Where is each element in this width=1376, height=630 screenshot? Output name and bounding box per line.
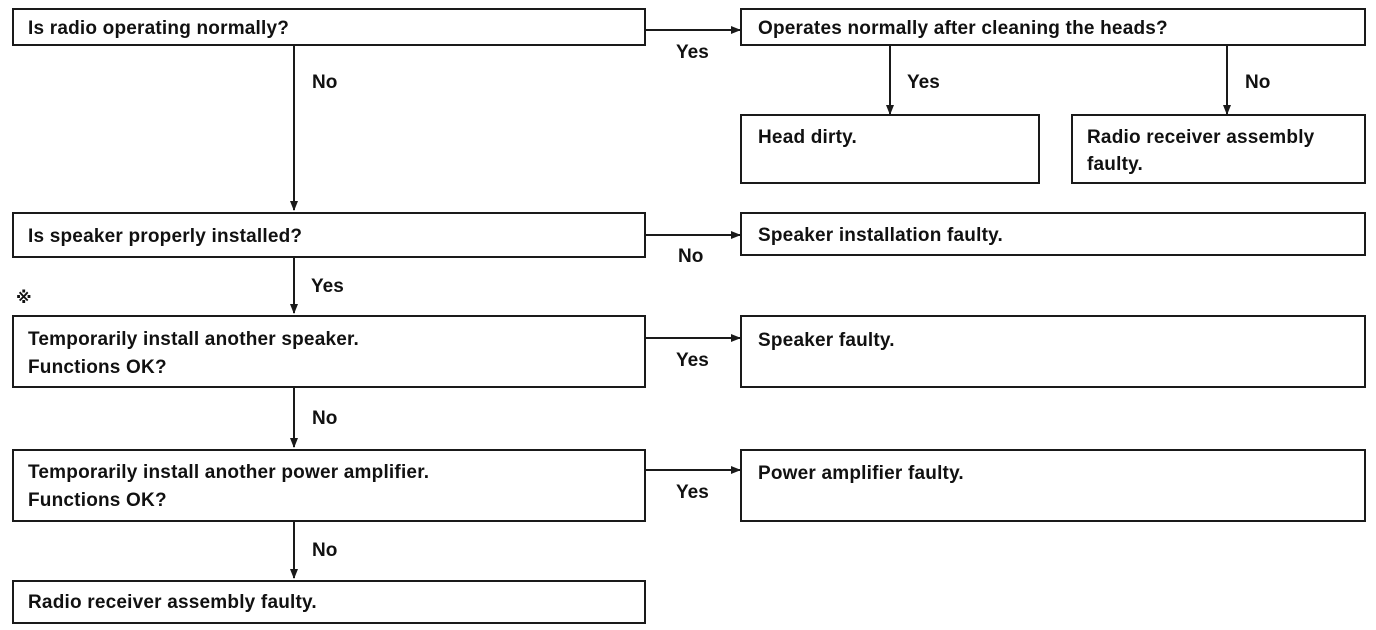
- box-head-dirty-text: Head dirty.: [758, 127, 857, 148]
- box-cleaning-heads-text: Operates normally after cleaning the hea…: [758, 18, 1168, 39]
- box-amplifier-faulty-text: Power amplifier faulty.: [758, 463, 964, 484]
- box-temp-amplifier-line2: Functions OK?: [28, 490, 167, 511]
- label-yes-temp-speaker: Yes: [676, 350, 709, 371]
- box-speaker-install-faulty: Speaker installation faulty.: [740, 212, 1366, 256]
- label-no-radio: No: [312, 72, 338, 93]
- label-yes-radio: Yes: [676, 42, 709, 63]
- box-temp-speaker: Temporarily install another speaker. Fun…: [12, 315, 646, 388]
- label-no-speaker: No: [678, 246, 704, 267]
- note-mark: ※: [16, 290, 32, 307]
- box-speaker-install-faulty-text: Speaker installation faulty.: [758, 225, 1003, 246]
- box-temp-amplifier: Temporarily install another power amplif…: [12, 449, 646, 522]
- label-no-heads: No: [1245, 72, 1271, 93]
- box-temp-amplifier-line1: Temporarily install another power amplif…: [28, 462, 430, 483]
- box-receiver-faulty-1-line2: faulty.: [1087, 154, 1143, 175]
- box-temp-speaker-line2: Functions OK?: [28, 357, 167, 378]
- box-amplifier-faulty: Power amplifier faulty.: [740, 449, 1366, 522]
- box-cleaning-heads: Operates normally after cleaning the hea…: [740, 8, 1366, 46]
- label-no-temp-speaker: No: [312, 408, 338, 429]
- box-receiver-faulty-2: Radio receiver assembly faulty.: [12, 580, 646, 624]
- box-speaker-faulty: Speaker faulty.: [740, 315, 1366, 388]
- label-no-temp-amplifier: No: [312, 540, 338, 561]
- box-radio-operating: Is radio operating normally?: [12, 8, 646, 46]
- box-receiver-faulty-1-line1: Radio receiver assembly: [1087, 127, 1315, 148]
- box-radio-operating-text: Is radio operating normally?: [28, 18, 290, 39]
- label-yes-speaker: Yes: [311, 276, 344, 297]
- box-head-dirty: Head dirty.: [740, 114, 1040, 184]
- label-yes-temp-amplifier: Yes: [676, 482, 709, 503]
- box-receiver-faulty-2-text: Radio receiver assembly faulty.: [28, 592, 317, 613]
- box-speaker-faulty-text: Speaker faulty.: [758, 330, 895, 351]
- box-speaker-installed: Is speaker properly installed?: [12, 212, 646, 258]
- box-receiver-faulty-1: Radio receiver assembly faulty.: [1071, 114, 1366, 184]
- box-speaker-installed-text: Is speaker properly installed?: [28, 226, 303, 247]
- label-yes-heads: Yes: [907, 72, 940, 93]
- box-temp-speaker-line1: Temporarily install another speaker.: [28, 329, 360, 350]
